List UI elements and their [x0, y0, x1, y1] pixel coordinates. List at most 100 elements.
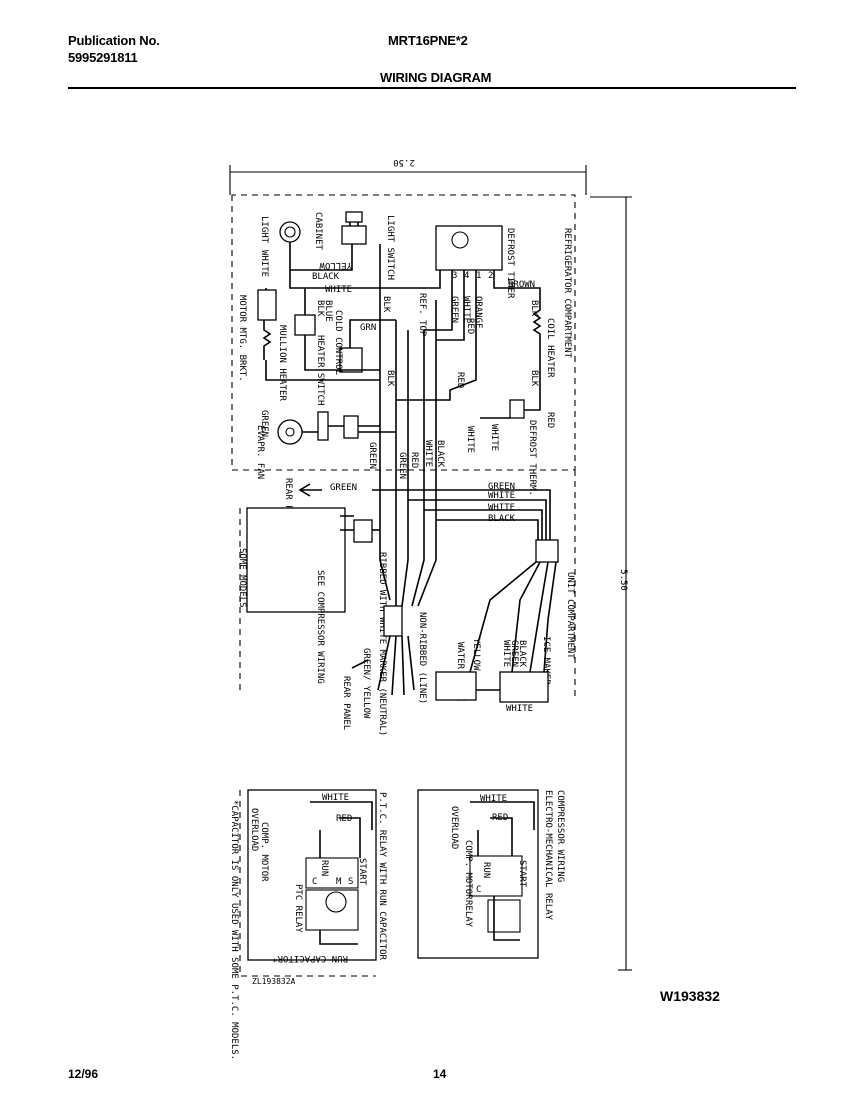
- harness-white-2: WHITE: [488, 503, 515, 513]
- mullion-heater-label: MULLION HEATER: [277, 325, 287, 401]
- emr-c: C: [476, 885, 481, 895]
- ptc-red: RED: [336, 814, 352, 824]
- ptc-overload: OVERLOAD: [249, 808, 259, 851]
- motor-mtg-label: MOTOR MTG. BRKT.: [237, 295, 247, 382]
- timer-terminal-4: 4: [464, 271, 469, 281]
- coil-heater-red: RED: [545, 412, 555, 428]
- green-yellow-label: GREEN/ YELLOW: [361, 648, 371, 719]
- harness-green-2: GREEN: [488, 482, 515, 492]
- ptc-relay-box: P.T.C. RELAY WITH RUN CAPACITOR *CAPACIT…: [229, 789, 387, 1060]
- ptc-comp-motor: COMP. MOTOR: [259, 822, 269, 882]
- footer-date: 12/96: [68, 1067, 99, 1081]
- see-compressor-box: SEE COMPRESSOR WIRING: [246, 507, 346, 684]
- light-wire-label: WHITE: [259, 250, 269, 277]
- harness-white-1: WHITE: [488, 491, 515, 501]
- harness-black: BLACK: [488, 514, 516, 524]
- page-number: 14: [433, 1067, 447, 1081]
- evap-fan-label: EVAPR. FAN: [255, 425, 265, 479]
- therm-white-label: WHITE: [489, 424, 499, 451]
- ribbed-label: RIBBED WITH WHITE MARKER (NEUTRAL): [377, 552, 387, 736]
- unit-compartment-label: UNIT COMPARTMENT: [565, 572, 575, 659]
- ref-top-blk: BLK: [381, 296, 391, 313]
- ptc-m: M: [336, 877, 342, 887]
- timer-green-label: GREEN: [449, 296, 459, 323]
- dimension-height-label: 5.50: [618, 569, 628, 591]
- cold-control: COLD CONTROL GRN BLK: [333, 310, 395, 387]
- rear-panel-label-top: REAR PANEL: [283, 478, 293, 532]
- coil-heater: BLK BLK COIL HEATER RED: [529, 290, 555, 428]
- emr-run: RUN: [481, 862, 491, 878]
- ice-black-label: BLACK: [517, 640, 527, 668]
- cold-control-blk: BLK: [385, 370, 395, 387]
- coil-heater-blk-top: BLK: [529, 300, 539, 317]
- ptc-s: S: [348, 877, 353, 887]
- heater-switch-blue: BLUE: [323, 300, 333, 322]
- coil-heater-blk-bottom: BLK: [529, 370, 539, 387]
- mid-red-label: RED: [409, 452, 419, 468]
- non-ribbed-label: NON-RIBBED (LINE): [417, 612, 427, 704]
- emr-start: START: [517, 860, 527, 888]
- brown-wire-label: BROWN: [508, 280, 535, 290]
- valve-yellow-label: YELLOW: [471, 638, 481, 671]
- cold-control-red: RED: [455, 372, 465, 388]
- timer-white-label: WHITE: [461, 296, 471, 323]
- defrost-thermostat: DEFROST THERM. WHITE: [489, 399, 537, 496]
- emr-comp-motor: COMP. MOTOR: [463, 840, 473, 900]
- ptc-start: START: [357, 858, 367, 886]
- timer-red-label: RED: [465, 318, 475, 334]
- page-title: WIRING DIAGRAM: [380, 70, 492, 85]
- light-switch: CABINET LIGHT SWITCH: [313, 211, 395, 280]
- ptc-run-capacitor: RUN CAPACITOR*: [272, 953, 348, 963]
- timer-terminal-2: 2: [488, 271, 493, 281]
- refrigerator-compartment-label: REFRIGERATOR COMPARTMENT: [562, 228, 572, 359]
- ptc-note: *CAPACITOR IS ONLY USED WITH SOME P.T.C.…: [229, 800, 239, 1060]
- ptc-code: ZL193832A: [252, 977, 296, 986]
- mullion-heater: MULLION HEATER: [257, 289, 287, 401]
- harness-green-1: GREEN: [330, 483, 357, 493]
- ptc-run: RUN: [319, 860, 329, 876]
- heater-switch-blk: BLK: [315, 300, 325, 317]
- light: LIGHT: [259, 216, 301, 244]
- cord-connector: [383, 605, 403, 637]
- mid-green-label-2: GREEN: [397, 452, 407, 479]
- white-wire-label-top: WHITE: [325, 285, 352, 295]
- timer-terminal-1: 1: [476, 271, 481, 281]
- ice-maker-label: ICE MAKER: [541, 636, 551, 685]
- emr-subtitle: ELECTRO-MECHANICAL RELAY: [543, 790, 553, 921]
- header-rule: [68, 87, 796, 89]
- unit-compartment-outline: [239, 470, 576, 700]
- dimension-width: 2.50: [229, 157, 587, 195]
- emr-white: WHITE: [480, 794, 507, 804]
- light-label: LIGHT: [259, 216, 269, 244]
- some-models-label: SOME MODELS: [237, 548, 247, 608]
- mid-white-label: WHITE: [423, 440, 433, 467]
- light-switch-label: LIGHT SWITCH: [385, 215, 395, 280]
- relay-block: [353, 519, 373, 543]
- defrost-timer: 3 4 1 2 DEFROST TIMER: [435, 225, 515, 299]
- emr-title: COMPRESSOR WIRING: [555, 790, 565, 882]
- defrost-therm-label: DEFROST THERM.: [527, 420, 537, 496]
- publication-number: 5995291811: [68, 50, 138, 65]
- mid-black-label: BLACK: [435, 440, 445, 468]
- ptc-white: WHITE: [322, 793, 349, 803]
- water-valve: WATER VALVE YELLOW: [435, 638, 481, 702]
- rear-panel-label-bottom: REAR PANEL: [341, 676, 351, 730]
- unit-connector: [535, 539, 559, 563]
- publication-label: Publication No.: [68, 33, 160, 48]
- cold-control-label: COLD CONTROL: [333, 310, 343, 375]
- ptc-c: C: [312, 877, 317, 887]
- heater-switch: BLK BLUE HEATER SWITCH: [294, 300, 333, 405]
- ptc-title: P.T.C. RELAY WITH RUN CAPACITOR: [377, 792, 387, 961]
- model-number: MRT16PNE*2: [388, 33, 468, 48]
- see-compressor-label: SEE COMPRESSOR WIRING: [315, 570, 325, 684]
- emr-relay: RELAY: [463, 900, 473, 928]
- emr-box: COMPRESSOR WIRING ELECTRO-MECHANICAL REL…: [417, 789, 565, 959]
- dimension-height: 5.50: [590, 196, 632, 971]
- coil-heater-label: COIL HEATER: [545, 318, 555, 378]
- ptc-relay-label: PTC RELAY: [293, 884, 303, 933]
- fan-green-label: GREEN: [259, 410, 269, 437]
- ice-bottom-white: WHITE: [506, 704, 533, 714]
- yellow-wire-label: YELLOW: [319, 260, 352, 270]
- wire-harness: [265, 242, 557, 696]
